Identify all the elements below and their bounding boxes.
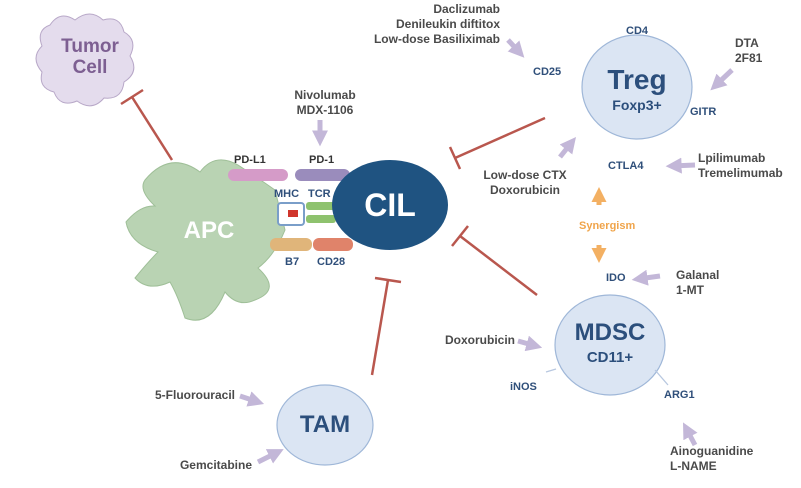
cil-label: CIL: [364, 187, 416, 223]
arrow-ctla4: [665, 157, 696, 174]
tumor-cell-label: Tumor Cell: [61, 36, 119, 78]
pd1-label: PD-1: [309, 154, 335, 166]
mhc-peptide: [288, 210, 298, 217]
drug-ctla4-label: Lpilimumab Tremelimumab: [698, 151, 783, 180]
ctla4-label: CTLA4: [608, 160, 644, 172]
mdsc-shape: [554, 294, 666, 396]
inhibit-tam-cil: [370, 279, 390, 376]
cd25-label: CD25: [533, 66, 562, 78]
drug-pd1-label: Nivolumab MDX-1106: [294, 88, 356, 117]
tam-label: TAM: [299, 411, 351, 438]
cd28-label: CD28: [317, 256, 346, 268]
drug-treg-chemo-label: Low-dose CTX Doxorubicin: [483, 168, 567, 197]
arg1-label: ARG1: [664, 389, 695, 401]
b7-label: B7: [285, 256, 300, 268]
arrow-ido: [631, 269, 661, 286]
drug-mdsc-label: Doxorubicin: [444, 333, 515, 347]
drug-cd25-label: Daclizumab Denileukin diftitox Low-dose …: [373, 2, 500, 46]
treg-label: Treg: [607, 64, 667, 95]
inhibit-apc-tumor-bar: [120, 88, 144, 106]
pd1-receptor: [295, 169, 350, 181]
mdsc-label: MDSC: [574, 319, 646, 346]
tcr-receptor-top: [306, 202, 336, 210]
apc-label: APC: [183, 217, 235, 244]
cd4-label: CD4: [626, 25, 649, 37]
pdl1-label: PD-L1: [234, 154, 266, 166]
arrow-cd25: [506, 38, 525, 58]
drug-tam-a-label: 5-Fluorouracil: [154, 388, 235, 402]
inhibit-apc-tumor: [130, 96, 174, 161]
pdl1-receptor: [228, 169, 288, 181]
treg-shape: [581, 34, 693, 140]
arrow-treg-chemo: [558, 137, 576, 159]
synergism-label: Synergism: [579, 220, 636, 232]
inhibition-lines: [120, 88, 546, 376]
mhc-label: MHC: [274, 188, 300, 200]
arrow-arg1: [683, 422, 698, 447]
treg-marker-label: Foxp3+: [612, 97, 662, 113]
tcr-receptor-bottom: [306, 215, 336, 223]
tcr-label: TCR: [308, 188, 331, 200]
arrow-gitr: [710, 68, 734, 91]
inhibit-tam-cil-bar: [374, 276, 402, 284]
marker-connectors: [545, 368, 669, 386]
arrow-mdsc: [517, 335, 543, 352]
inhibit-mdsc-cil-bar: [451, 225, 469, 247]
drug-ido-label: Galanal 1-MT: [676, 268, 720, 297]
apc-shape: [125, 159, 286, 321]
tumor-cell-shape: [35, 13, 135, 107]
drug-gitr-label: DTA 2F81: [735, 36, 763, 65]
gitr-label: GITR: [690, 106, 717, 118]
tam-shape: [276, 384, 374, 466]
ido-label: IDO: [606, 272, 626, 284]
drug-arg1-label: Ainoguanidine L-NAME: [670, 444, 754, 473]
drug-arrows: [239, 38, 734, 465]
arrow-tam-b: [256, 449, 284, 465]
arrow-tam-a: [239, 391, 265, 407]
inhibit-treg-cil: [454, 116, 546, 160]
cil-shape: [332, 160, 448, 250]
cd28-receptor: [313, 238, 353, 251]
mdsc-marker-label: CD11+: [586, 349, 634, 366]
drug-tam-b-label: Gemcitabine: [179, 458, 252, 472]
inhibit-mdsc-cil: [459, 235, 538, 296]
inhibit-treg-cil-bar: [448, 146, 462, 170]
b7-receptor: [270, 238, 312, 251]
inos-label: iNOS: [510, 381, 537, 393]
